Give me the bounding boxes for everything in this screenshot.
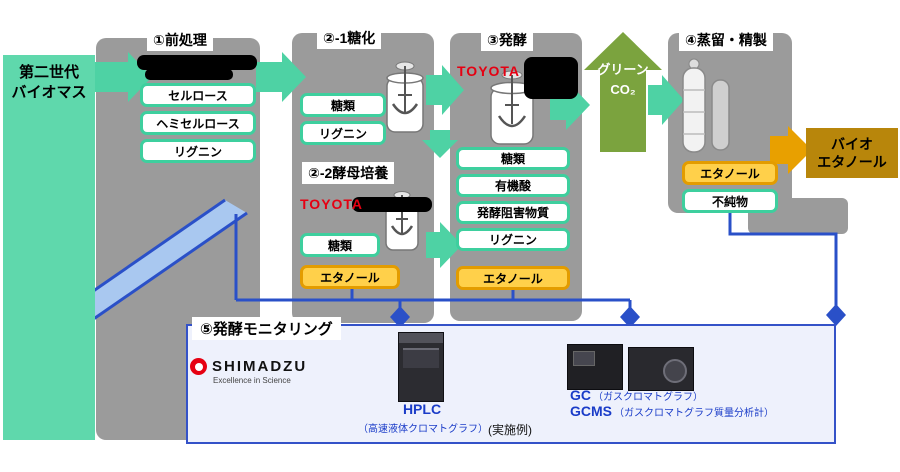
fermentation-monitoring-panel <box>186 324 836 444</box>
gc-instrument-image <box>567 344 623 390</box>
output-flow-arrows <box>648 75 812 174</box>
instrument-name: GC <box>570 387 591 403</box>
co2-arrow <box>584 32 662 152</box>
process-flow-arrows <box>92 52 590 268</box>
item-ethanol: エタノール <box>456 266 570 290</box>
hplc-instrument-detail <box>403 348 439 368</box>
item-cellulose: セルロース <box>140 83 256 107</box>
instrument-desc: （ガスクロマトグラフ） <box>593 392 703 403</box>
shimadzu-brand-block: SHIMADZU Excellence in Science <box>190 358 307 385</box>
connector-arrowhead-icons <box>390 304 846 328</box>
vendor-name: SHIMADZU <box>212 358 308 375</box>
hplc-instrument-image <box>398 332 444 402</box>
instrument-desc: （高速液体クロマトグラフ） <box>358 424 488 435</box>
item-lignin: リグニン <box>456 228 570 251</box>
gc-instrument-screen <box>573 351 595 366</box>
monitoring-panel-title: ⑤発酵モニタリング <box>192 317 341 340</box>
fermenter-icon <box>490 70 534 145</box>
stage-title-yeast-culture: ②-2酵母培養 <box>302 162 395 184</box>
gcms-instrument-detail <box>663 359 687 383</box>
gc-label: GC（ガスクロマトグラフ） <box>570 387 703 405</box>
item-impurities: 不純物 <box>682 189 778 213</box>
instrument-name: GCMS <box>570 403 612 419</box>
item-sugars: 糖類 <box>456 147 570 170</box>
bioethanol-output-box: バイオ エタノール <box>806 128 898 178</box>
item-lignin: リグニン <box>300 121 386 145</box>
item-hemicellulose: ヘミセルロース <box>140 111 256 135</box>
fermenter-icon <box>386 61 424 133</box>
hplc-instrument-detail <box>399 333 443 343</box>
shimadzu-logo-icon <box>190 358 207 375</box>
green-co2-label: グリーン CO₂ <box>597 62 649 98</box>
item-fermentation-inhibitors: 発酵阻害物質 <box>456 201 570 224</box>
stage-title-saccharification: ②-1糖化 <box>317 27 382 49</box>
gcms-instrument-image <box>628 347 694 391</box>
item-ethanol: エタノール <box>682 161 778 185</box>
stage-title-pretreatment: ①前処理 <box>147 29 213 51</box>
example-note: (実施例) <box>488 423 532 437</box>
stage-title-distillation: ④蒸留・精製 <box>679 29 773 51</box>
instrument-name: HPLC <box>402 401 442 417</box>
toyota-logo: TOYOTA <box>300 196 364 212</box>
hplc-label: HPLC （高速液体クロマトグラフ） <box>338 401 508 437</box>
item-sugars: 糖類 <box>300 93 386 117</box>
stage-title-fermentation: ③発酵 <box>481 29 533 51</box>
item-organic-acids: 有機酸 <box>456 174 570 197</box>
toyota-logo: TOYOTA <box>457 63 521 79</box>
distillation-column-icons <box>682 58 730 153</box>
item-ethanol: エタノール <box>300 265 400 289</box>
instrument-desc: （ガスクロマトグラフ質量分析計） <box>614 408 774 419</box>
item-lignin: リグニン <box>140 139 256 163</box>
monitoring-connector-lines <box>234 213 838 314</box>
shimadzu-logo: SHIMADZU <box>190 358 307 375</box>
redacted-text-blobs <box>137 55 578 212</box>
item-sugars: 糖類 <box>300 233 380 257</box>
gcms-label: GCMS（ガスクロマトグラフ質量分析計） <box>570 403 774 421</box>
vendor-tagline: Excellence in Science <box>213 376 291 385</box>
biomass-source-box: 第二世代 バイオマス <box>3 55 95 440</box>
